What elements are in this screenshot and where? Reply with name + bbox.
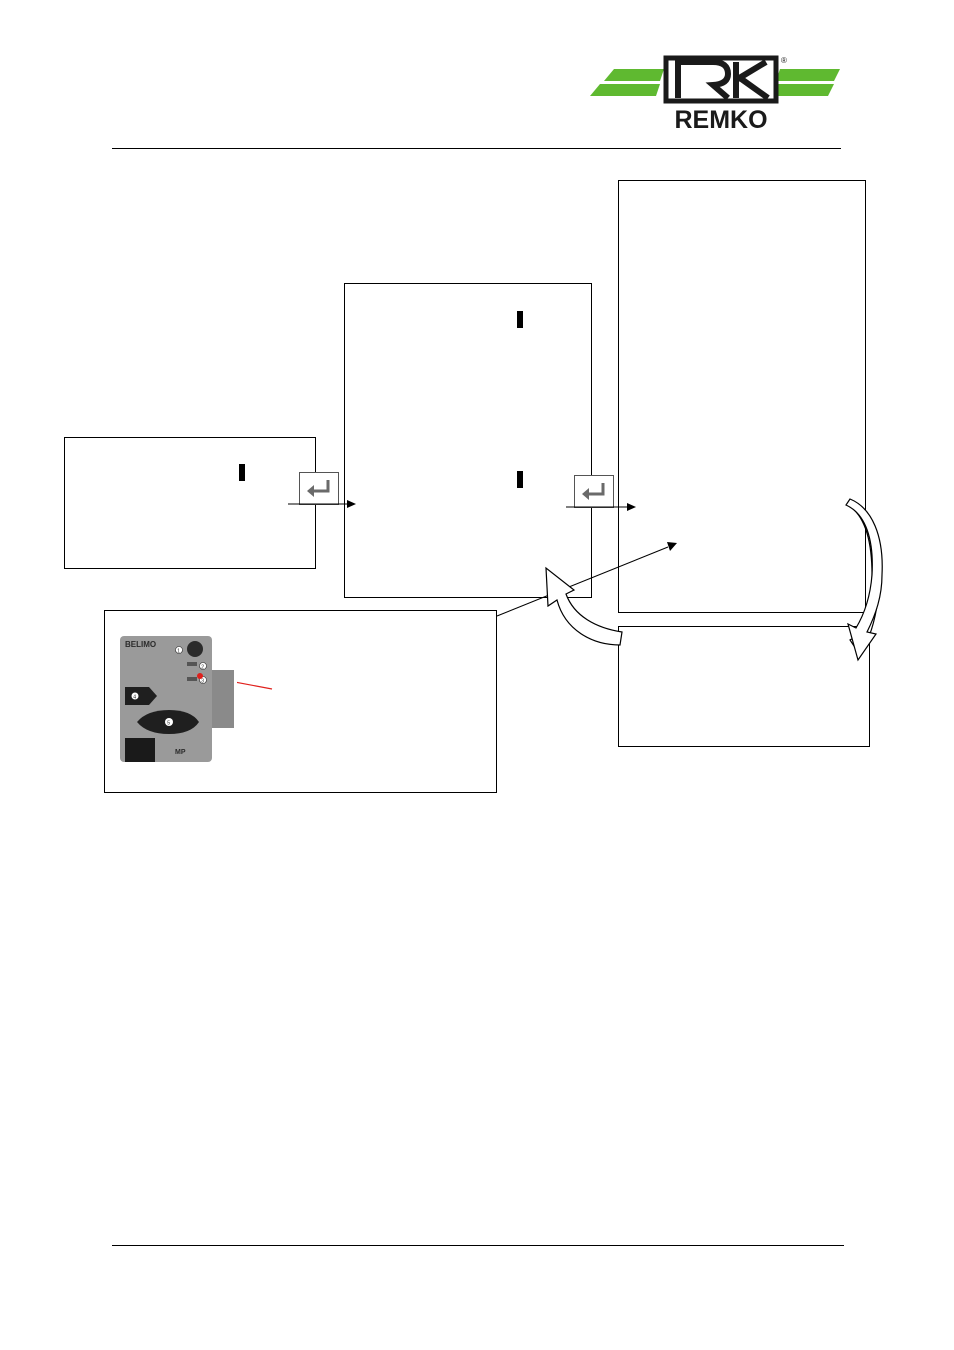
header-rule (112, 148, 841, 149)
display-cursor-2a (517, 311, 523, 328)
footer-rule (112, 1245, 844, 1246)
logo-stripe-top-left (604, 69, 664, 81)
arrow-head-1 (347, 500, 356, 508)
svg-text:1: 1 (177, 648, 180, 654)
arrow-line-diagonal (496, 546, 669, 617)
logo-mark-r (675, 59, 732, 101)
svg-text:2: 2 (201, 664, 204, 670)
actuator-body (120, 636, 212, 762)
display-cursor-1 (239, 464, 245, 481)
svg-text:5: 5 (167, 721, 170, 727)
curved-arrow-left-shape (545, 566, 623, 646)
svg-text:4: 4 (133, 694, 136, 700)
logo-registered-mark: ® (781, 56, 787, 65)
logo-stripe-top-right (776, 69, 840, 81)
logo-stripe-bottom-left (590, 84, 660, 96)
return-arrow-icon (307, 480, 330, 497)
actuator-red-indicator (197, 673, 203, 679)
belimo-actuator-photo: BELIMO 1 2 3 4 5 MP (117, 634, 237, 764)
display-panel-1 (64, 437, 316, 569)
actuator-side-flange (212, 670, 234, 728)
logo-mark-k (733, 59, 770, 101)
actuator-knob-1 (187, 641, 203, 657)
svg-text:3: 3 (201, 678, 204, 684)
enter-key-1[interactable] (299, 472, 339, 505)
display-panel-4 (618, 626, 870, 747)
arrow-head-2 (627, 503, 636, 511)
arrow-head-diagonal (667, 542, 677, 551)
display-panel-3 (618, 180, 866, 613)
remko-logo: ® REMKO (588, 52, 844, 134)
actuator-lever-4 (125, 687, 157, 705)
display-cursor-2b (517, 471, 523, 488)
display-panel-2 (344, 283, 592, 598)
actuator-brand: BELIMO (125, 640, 156, 649)
actuator-model: MP (175, 749, 186, 756)
curved-arrow-right-shape (845, 498, 883, 662)
logo-stripe-bottom-right (772, 84, 834, 96)
return-arrow-icon (582, 483, 605, 500)
logo-brand-text: REMKO (674, 106, 767, 134)
actuator-bottom-block (125, 738, 155, 762)
